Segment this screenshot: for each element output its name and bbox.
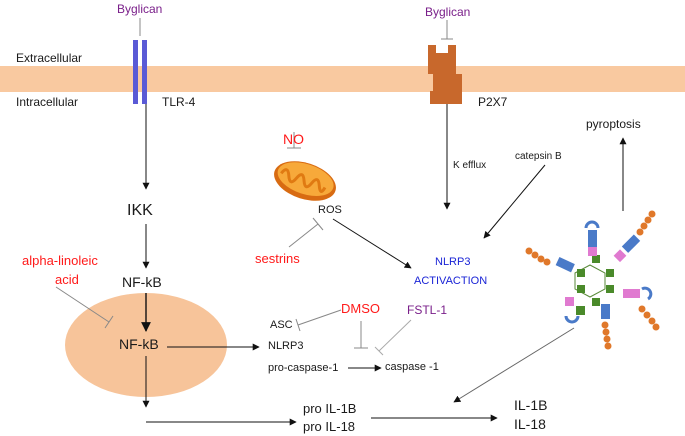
intracellular-label: Intracellular — [16, 95, 79, 109]
ikk-label: IKK — [127, 202, 153, 219]
byglican-tlr4-label: Byglican — [117, 2, 163, 16]
dmso-label: DMSO — [341, 301, 380, 316]
nlrp3-activation-label-line1: NLRP3 — [435, 256, 471, 268]
tlr4-label: TLR-4 — [162, 95, 196, 109]
alpha-linoleic-label-line2: acid — [55, 272, 79, 287]
pro-il1b-label: pro IL-1B — [303, 401, 357, 416]
nucleus — [65, 293, 227, 397]
nlrp3-activation-label-line2: ACTIVACTION — [414, 275, 488, 287]
inhibition-sestrins — [288, 217, 324, 248]
arrow-inflammasome-to-il — [453, 327, 575, 403]
arrow-ros-to-nlrp3 — [332, 218, 412, 269]
inhibition-no — [287, 132, 301, 149]
alpha-linoleic-label-line1: alpha-linoleic — [22, 253, 98, 268]
ros-label: ROS — [318, 204, 342, 216]
il18-label: IL-18 — [514, 416, 546, 432]
pro-il18-label: pro IL-18 — [303, 419, 356, 434]
pro-caspase-label: pro-caspase-1 — [268, 362, 339, 374]
caspase-label: caspase -1 — [385, 361, 439, 373]
no-label: NO — [283, 131, 304, 147]
sestrins-label: sestrins — [255, 251, 300, 266]
p2x7-receptor — [428, 45, 462, 104]
inhibition-dmso — [295, 309, 368, 349]
nlrp3-label: NLRP3 — [268, 340, 304, 352]
p2x7-label: P2X7 — [478, 95, 508, 109]
arrow-catepsin-to-nlrp3 — [483, 164, 546, 239]
tlr4-receptor — [133, 40, 147, 104]
inhibition-alpha-linoleic — [55, 286, 114, 329]
nfkb-cytoplasm-label: NF-kB — [122, 274, 162, 290]
asc-label: ASC — [270, 319, 293, 331]
catepsin-b-label: catepsin B — [515, 151, 562, 162]
inflammasome-icon — [525, 210, 660, 350]
cell-membrane — [0, 66, 685, 92]
byglican-p2x7-label: Byglican — [425, 5, 471, 19]
fstl1-label: FSTL-1 — [407, 303, 448, 317]
inhibition-fstl1 — [374, 319, 412, 356]
mitochondria-icon — [274, 161, 336, 201]
extracellular-label: Extracellular — [16, 51, 83, 65]
il1b-label: IL-1B — [514, 397, 548, 413]
nfkb-nucleus-label: NF-kB — [119, 336, 159, 352]
pyroptosis-label: pyroptosis — [586, 117, 641, 131]
k-efflux-label: K efflux — [453, 160, 487, 171]
